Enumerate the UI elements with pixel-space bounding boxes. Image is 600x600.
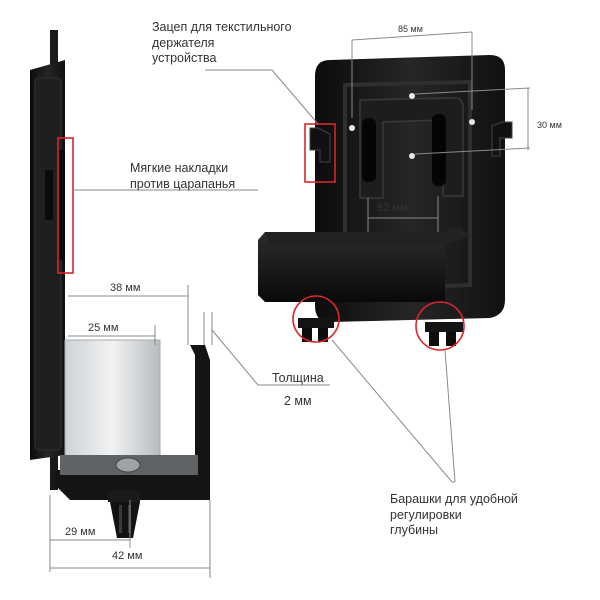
pads-callout-line-2: против царапанья [130,176,236,191]
callout-box-pads [57,137,74,274]
knobs-callout-line-1: Барашки для удобной [390,492,518,506]
back-plate-inner [34,77,62,451]
front-tray-top [265,226,470,245]
side-hook-left [309,127,331,163]
soft-pad-lower [57,150,65,260]
callout-circle-foot-right [415,301,465,351]
slot-left [362,118,376,182]
knobs-callout-line-3: глубины [390,523,438,538]
slot-right [432,114,446,186]
mount-hole-bottom [409,153,415,159]
foot-left [298,318,334,342]
pads-callout-label: Мягкие накладки против царапанья [130,161,235,192]
u-bracket [55,345,210,500]
dim-52-label: 52 мм [377,202,408,214]
front-view [258,55,513,346]
side-hook-right [491,121,513,157]
thickness-value: 2 мм [284,394,312,408]
center-bracket [359,97,464,199]
hook-callout-label: Зацеп для текстильного держателя устройс… [152,20,292,67]
knobs-callout-line-2: регулировки [390,507,462,522]
thumbscrew-side [108,490,140,538]
mount-hole-top [409,93,415,99]
screw-head [115,457,141,473]
soft-pad-upper [45,170,53,220]
callout-marks [57,123,465,351]
dim-85-label: 85 мм [398,24,423,34]
hook-callout-line-2: держателя [152,35,215,50]
pads-callout-line-1: Мягкие накладки [130,161,229,175]
callout-circle-foot-left [292,295,340,343]
side-view [30,30,210,538]
mount-hole-right [469,119,475,125]
dim-38-label: 38 мм [110,282,141,294]
dim-42-label: 42 мм [112,550,143,562]
dim-29-label: 29 мм [65,526,96,538]
plate-ridge [343,79,472,293]
leader-lines [49,31,531,578]
mount-hole-left [349,125,355,131]
callout-box-hook [304,123,336,183]
steel-holder [64,339,161,471]
hook-callout-line-3: устройства [152,51,217,66]
knobs-callout-label: Барашки для удобной регулировки глубины [390,492,518,539]
dim-25-label: 25 мм [88,322,119,334]
front-tray [258,232,445,302]
thickness-title: Толщина [272,371,324,385]
hook-callout-line-1: Зацеп для текстильного [152,20,292,34]
dim-30-label: 30 мм [537,120,562,130]
foot-right [425,322,463,346]
